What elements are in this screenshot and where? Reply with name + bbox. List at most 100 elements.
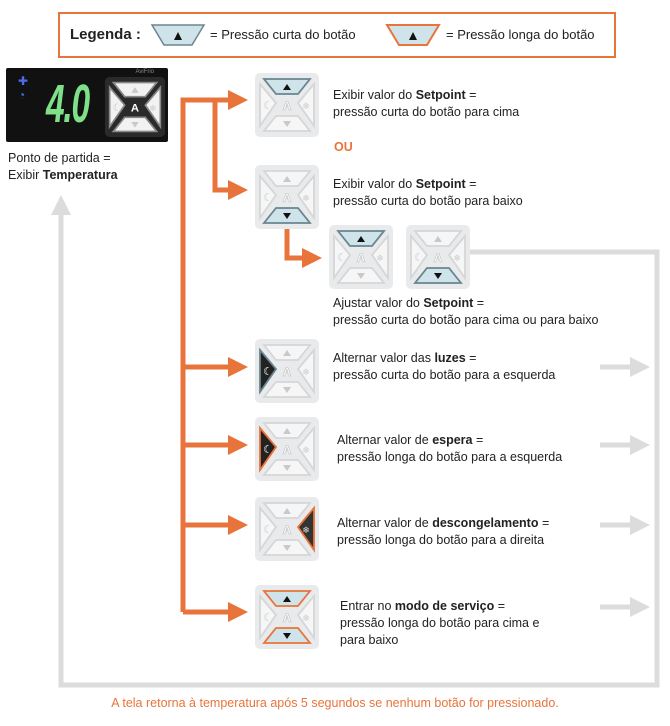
svg-text:☾: ☾ (263, 191, 273, 204)
keypad-up-short: A ☾ ❄ (328, 224, 394, 290)
return-path (51, 195, 660, 688)
keypad-left-short: A ☾ ❄ (254, 338, 320, 404)
svg-text:❄: ❄ (149, 103, 156, 113)
keypad-down-short: A ☾ ❄ (254, 164, 320, 230)
svg-text:☾: ☾ (263, 443, 273, 456)
step-text: Setpoint (415, 177, 466, 191)
svg-text:A: A (283, 365, 292, 379)
step-text: modo de serviço (394, 599, 495, 613)
right-key (296, 425, 315, 473)
keypad-icon: A ☾ ❄ (329, 225, 393, 289)
step-description: Entrar no modo de serviço = pressão longa… (340, 598, 539, 649)
step-text: = (494, 599, 506, 613)
step-description: Alternar valor das luzes = pressão curta … (333, 350, 555, 384)
left-key (410, 233, 429, 281)
svg-text:☾: ☾ (263, 611, 273, 624)
brand-label: AviFrio (135, 69, 154, 75)
start-prefix: Exibir (8, 168, 43, 182)
step-text: Alternar valor das (333, 351, 435, 365)
step-description: Alternar valor de descongelamento =press… (337, 515, 549, 549)
svg-text:☾: ☾ (263, 523, 273, 536)
display-keypad: A ☾ ❄ (104, 76, 166, 142)
temperature-readout: 4.0 (46, 74, 90, 134)
svg-text:☾: ☾ (414, 251, 424, 264)
step-description: Alternar valor de espera =pressão longa … (337, 432, 562, 466)
keypad-icon: A ☾ ❄ (255, 339, 319, 403)
keypad-icon: A ☾ ❄ (406, 225, 470, 289)
step-description: Exibir valor do Setpoint =pressão curta … (333, 176, 523, 210)
step-text: Alternar valor de (337, 516, 433, 530)
left-key (259, 81, 278, 129)
svg-text:A: A (283, 523, 292, 537)
svg-text:☾: ☾ (113, 102, 122, 114)
left-key (259, 173, 278, 221)
step-text: pressão curta do botão para baixo (333, 194, 523, 208)
start-line1: Ponto de partida = (8, 151, 111, 165)
svg-text:A: A (283, 99, 292, 113)
svg-text:A: A (357, 251, 366, 265)
step-text: descongelamento (432, 516, 539, 530)
left-key (108, 84, 126, 130)
step-text: Setpoint (423, 296, 474, 310)
right-key (296, 81, 315, 129)
legend: Legenda : = Pressão curta do botão = Pre… (58, 12, 616, 58)
step-text: Exibir valor do (333, 88, 416, 102)
left-key (333, 233, 352, 281)
svg-text:❄: ❄ (376, 254, 384, 264)
right-key (296, 347, 315, 395)
svg-text:☾: ☾ (263, 365, 273, 378)
step-text: Ajustar valor do (333, 296, 424, 310)
svg-text:☾: ☾ (337, 251, 347, 264)
step-text: pressão curta do botão para a esquerda (333, 368, 556, 382)
long-press-key-icon (385, 24, 441, 46)
keypad-down-short: A ☾ ❄ (405, 224, 471, 290)
svg-text:❄: ❄ (302, 446, 310, 456)
step-text: Entrar no (340, 599, 395, 613)
svg-text:☾: ☾ (263, 99, 273, 112)
keypad-up-short: A ☾ ❄ (254, 72, 320, 138)
step-text: luzes (434, 351, 466, 365)
svg-text:❄: ❄ (453, 254, 461, 264)
footer-note: A tela retorna à temperatura após 5 segu… (111, 696, 559, 710)
step-text: espera (432, 433, 473, 447)
step-text: = (538, 516, 550, 530)
step-text: = (465, 351, 477, 365)
svg-text:❄: ❄ (302, 614, 310, 624)
svg-text:A: A (434, 251, 443, 265)
controller-display: AviFrio ✚◔ 4.0 A ☾ ❄ (6, 68, 168, 142)
step-text: pressão curta do botão para cima ou para… (333, 313, 599, 327)
right-key (296, 505, 315, 553)
svg-text:A: A (131, 103, 139, 115)
svg-text:❄: ❄ (302, 102, 310, 112)
svg-text:❄: ❄ (302, 368, 310, 378)
step-text: pressão curta do botão para cima (333, 105, 520, 119)
keypad-updown-long: A ☾ ❄ (254, 584, 320, 650)
keypad-icon: A ☾ ❄ (255, 585, 319, 649)
svg-text:A: A (283, 191, 292, 205)
step-text: para baixo (340, 633, 399, 647)
right-key (296, 593, 315, 641)
step-text: = (465, 177, 477, 191)
step-description: Ajustar valor do Setpoint = pressão curta… (333, 295, 598, 329)
legend-title: Legenda : (70, 26, 141, 43)
left-key (259, 505, 278, 553)
right-key (370, 233, 389, 281)
legend-long-label: = Pressão longa do botão (446, 27, 595, 42)
svg-text:❄: ❄ (302, 194, 310, 204)
left-key (259, 425, 278, 473)
step-text: pressão longa do botão para a esquerda (337, 450, 563, 464)
step-description: Exibir valor do Setpoint =pressão curta … (333, 87, 519, 121)
svg-text:❄: ❄ (302, 526, 310, 536)
right-key (447, 233, 466, 281)
short-press-key-icon (150, 24, 206, 46)
start-bold: Temperatura (42, 168, 118, 182)
step-text: = (473, 296, 485, 310)
step-text: = (465, 88, 477, 102)
step-text: pressão longa do botão para cima e (340, 616, 540, 630)
keypad-icon: A ☾ ❄ (104, 76, 166, 138)
legend-short-label: = Pressão curta do botão (210, 27, 356, 42)
start-label: Ponto de partida = Exibir Temperatura (8, 150, 118, 184)
keypad-icon: A ☾ ❄ (255, 497, 319, 561)
